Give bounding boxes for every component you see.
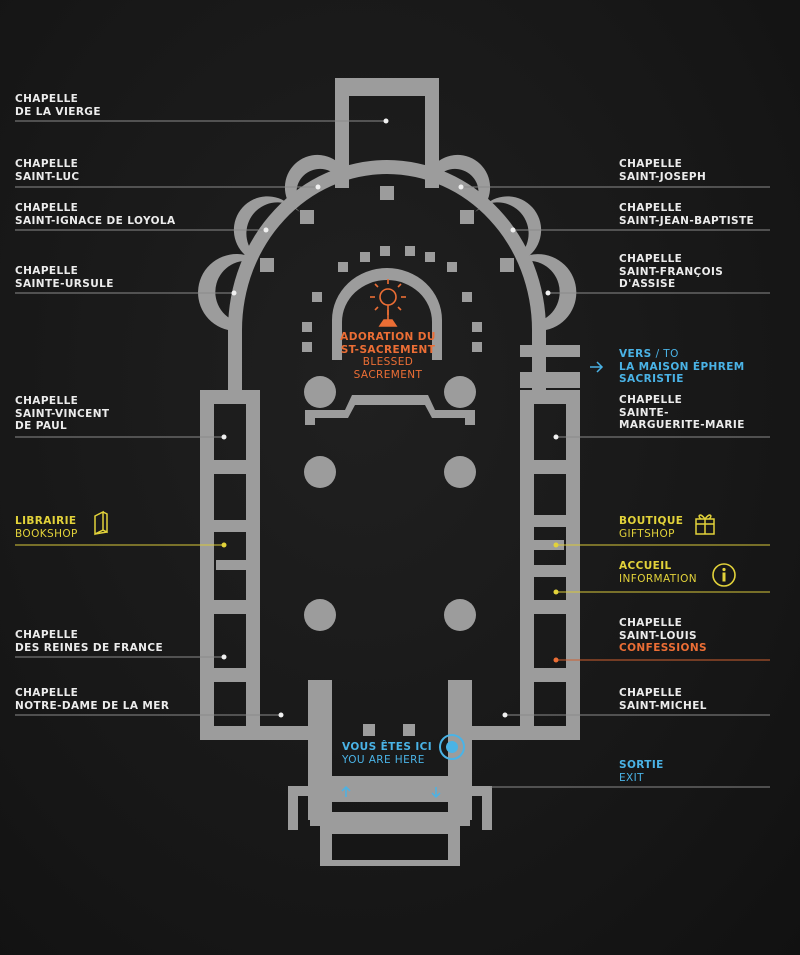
info-icon [712, 563, 736, 587]
monstrance-icon [370, 279, 406, 327]
arrow-icon [341, 361, 604, 799]
label-chapelle-saint-francois: CHAPELLE SAINT-FRANÇOIS D'ASSISE [619, 253, 724, 290]
label-chapelle-notre-dame: CHAPELLE NOTRE-DAME DE LA MER [15, 687, 170, 712]
yellow-leader-lines [15, 544, 770, 593]
label-vous-etes-ici: VOUS ÊTES ICI YOU ARE HERE [342, 741, 433, 766]
label-chapelle-saint-ignace: CHAPELLE SAINT-IGNACE DE LOYOLA [15, 202, 176, 227]
book-icon [94, 510, 108, 536]
label-chapelle-saint-joseph: CHAPELLE SAINT-JOSEPH [619, 158, 707, 183]
label-chapelle-des-reines: CHAPELLE DES REINES DE FRANCE [15, 629, 164, 654]
label-librairie: LIBRAIRIE BOOKSHOP [15, 515, 78, 540]
label-chapelle-saint-jean-baptiste: CHAPELLE SAINT-JEAN-BAPTISTE [619, 202, 755, 227]
label-chapelle-saint-vincent: CHAPELLE SAINT-VINCENT DE PAUL [15, 395, 110, 432]
label-adoration: ADORATION DU ST-SACREMENT BLESSED SACREM… [340, 331, 436, 381]
gift-icon [695, 514, 715, 535]
label-boutique: BOUTIQUE GIFTSHOP [619, 515, 684, 540]
label-sortie: SORTIE EXIT [619, 759, 664, 784]
you-are-here-marker-icon[interactable] [439, 734, 465, 760]
leader-lines [15, 120, 770, 788]
label-chapelle-saint-louis: CHAPELLE SAINT-LOUIS CONFESSIONS [619, 617, 708, 654]
label-chapelle-sainte-marguerite: CHAPELLE SAINTE- MARGUERITE-MARIE [619, 394, 745, 431]
location-dots [221, 118, 559, 718]
label-vers-maison-ephrem: VERS / TO LA MAISON ÉPHREM SACRISTIE [619, 348, 745, 385]
label-chapelle-sainte-ursule: CHAPELLE SAINTE-URSULE [15, 265, 114, 290]
label-chapelle-de-la-vierge: CHAPELLE DE LA VIERGE [15, 93, 101, 118]
label-chapelle-saint-michel: CHAPELLE SAINT-MICHEL [619, 687, 707, 712]
label-chapelle-saint-luc: CHAPELLE SAINT-LUC [15, 158, 80, 183]
label-accueil: ACCUEIL INFORMATION [619, 560, 698, 585]
